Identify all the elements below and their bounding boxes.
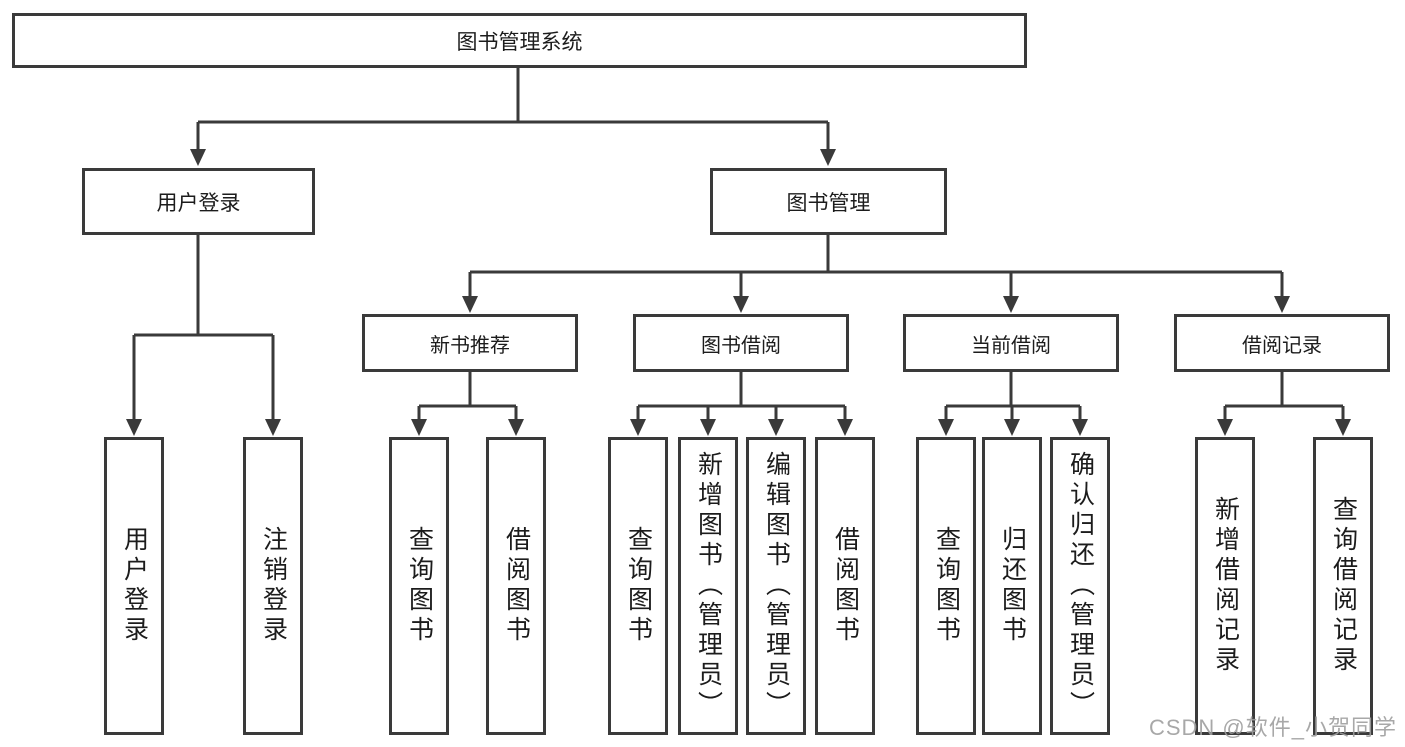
node-confirm-return-admin: 确认归还（管理员） [1050,437,1110,735]
node-label: 查询借阅记录 [1329,496,1358,676]
node-query-borrow-record: 查询借阅记录 [1313,437,1373,735]
node-logout-leaf: 注销登录 [243,437,303,735]
node-label: 确认归还（管理员） [1066,451,1095,721]
node-query-books-borrow: 查询图书 [608,437,668,735]
csdn-watermark: CSDN @软件_小贺同学 [1148,715,1397,740]
node-add-book-admin: 新增图书（管理员） [678,437,738,735]
node-label: 图书借阅 [701,334,781,357]
node-library-management-system: 图书管理系统 [12,13,1027,68]
node-label: 查询图书 [932,526,961,646]
node-label: 图书管理系统 [456,30,583,54]
node-current-borrowing: 当前借阅 [903,314,1119,372]
node-label: 归还图书 [998,526,1027,646]
node-label: 借阅记录 [1242,334,1322,357]
node-return-book: 归还图书 [982,437,1042,735]
node-new-book-recommendation: 新书推荐 [362,314,578,372]
node-label: 新增借阅记录 [1211,496,1240,676]
node-label: 借阅图书 [502,526,531,646]
node-label: 新增图书（管理员） [694,451,723,721]
node-query-books-recommend: 查询图书 [389,437,449,735]
node-label: 注销登录 [259,526,288,646]
node-borrow-books-borrow: 借阅图书 [815,437,875,735]
node-user-login: 用户登录 [82,168,315,235]
node-label: 查询图书 [624,526,653,646]
node-label: 图书管理 [786,191,871,215]
node-label: 借阅图书 [831,526,860,646]
node-label: 当前借阅 [971,334,1051,357]
node-user-login-leaf: 用户登录 [104,437,164,735]
node-label: 用户登录 [156,191,241,215]
node-label: 查询图书 [405,526,434,646]
node-label: 编辑图书（管理员） [762,451,791,721]
node-edit-book-admin: 编辑图书（管理员） [746,437,806,735]
node-add-borrow-record: 新增借阅记录 [1195,437,1255,735]
node-borrowing-records: 借阅记录 [1174,314,1390,372]
node-book-management: 图书管理 [710,168,947,235]
node-query-books-current: 查询图书 [916,437,976,735]
node-borrow-books-recommend: 借阅图书 [486,437,546,735]
node-book-borrowing: 图书借阅 [633,314,849,372]
node-label: 新书推荐 [430,334,510,357]
node-label: 用户登录 [120,526,149,646]
